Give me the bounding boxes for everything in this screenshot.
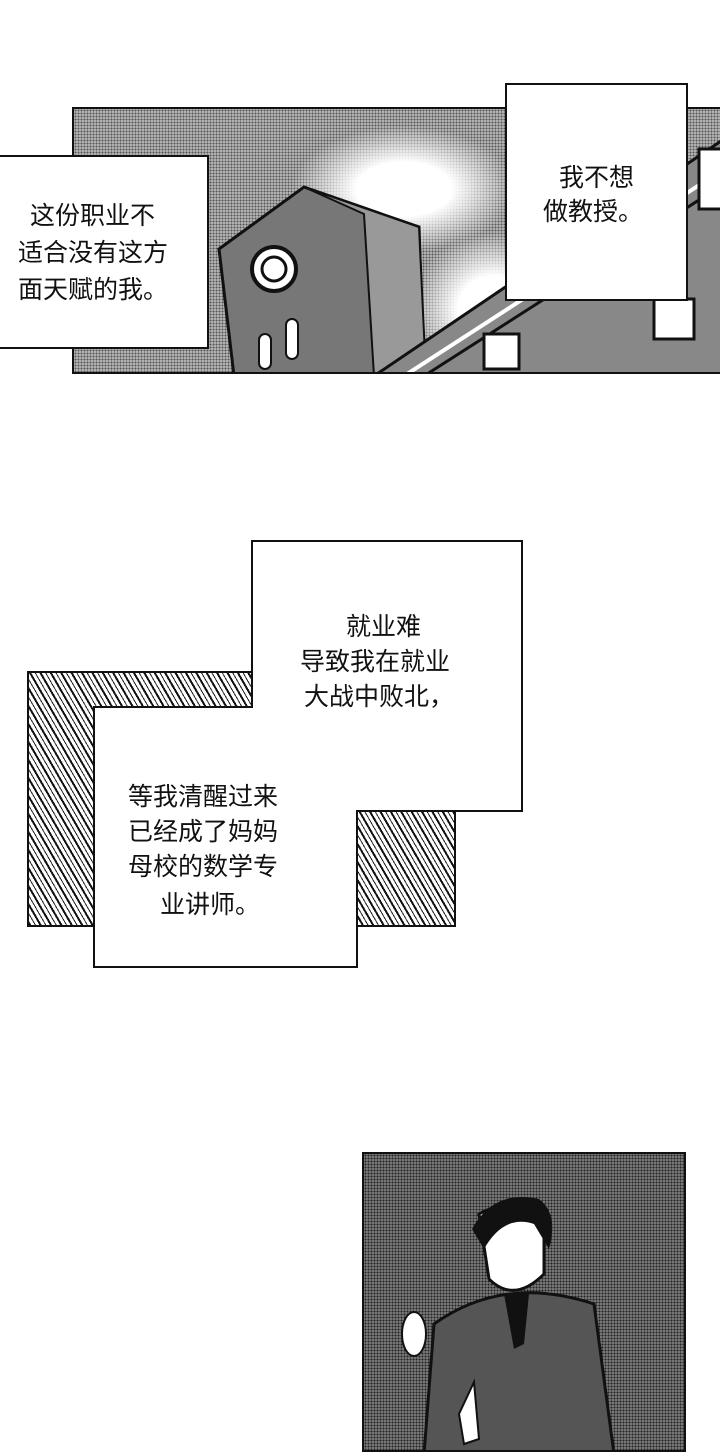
- caption-line: 这份职业不: [30, 201, 156, 230]
- panel-man: [362, 1152, 686, 1452]
- caption-box: 我不想 做教授。: [505, 83, 688, 301]
- caption-line: 我不想: [559, 163, 635, 192]
- caption-line: 做教授。: [543, 197, 644, 226]
- caption-box: 这份职业不 适合没有这方 面天赋的我。: [0, 155, 209, 349]
- caption-line: 等我清醒过来: [128, 782, 279, 811]
- caption-line: 已经成了妈妈: [128, 817, 279, 846]
- caption-line: 大战中败北，: [304, 682, 455, 711]
- caption-line: 适合没有这方: [18, 238, 169, 267]
- caption-line: 面天赋的我。: [18, 275, 169, 304]
- caption-line: 业讲师。: [160, 890, 261, 919]
- caption-line: 就业难: [346, 612, 422, 641]
- caption-box-merged: [93, 540, 523, 968]
- caption-line: 母校的数学专: [128, 852, 279, 881]
- caption-line: 导致我在就业: [300, 647, 451, 676]
- man-illustration: [401, 1197, 615, 1450]
